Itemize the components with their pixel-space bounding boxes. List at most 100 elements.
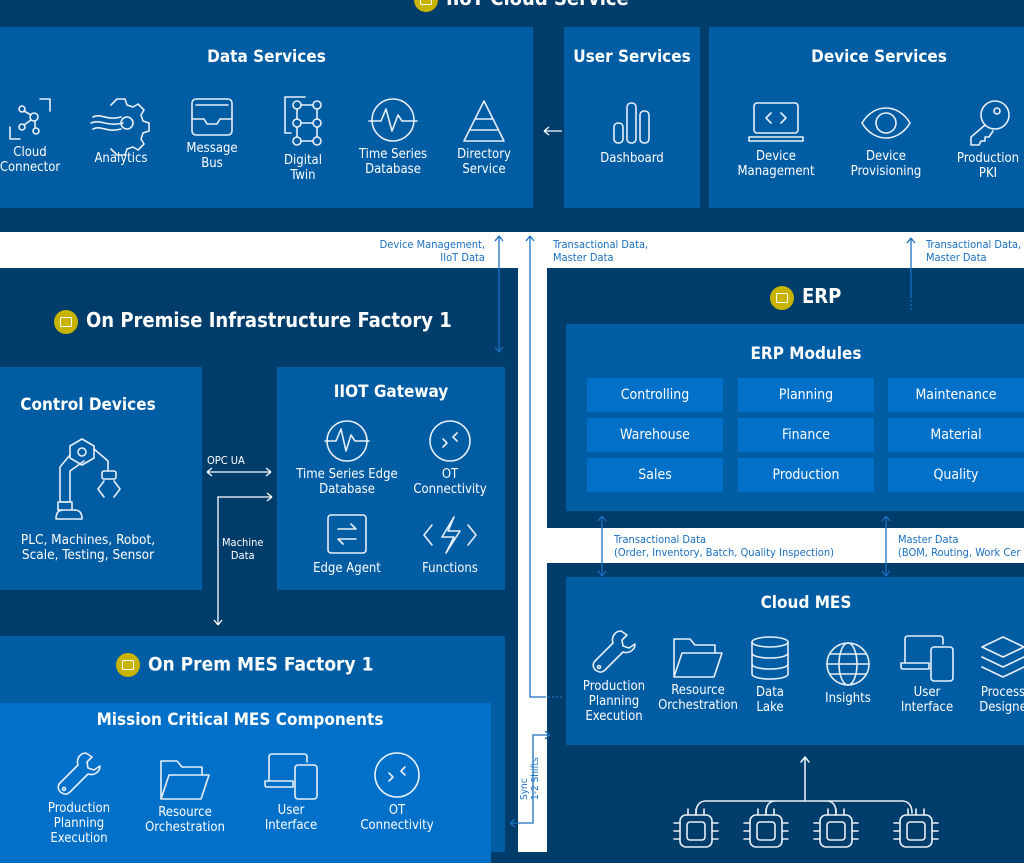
cloud-connector[interactable]: Cloud Connector <box>0 97 80 175</box>
cloud-icon <box>414 0 438 12</box>
pulse-icon <box>324 420 370 462</box>
iiot-gateway-title: IIOT Gateway <box>333 382 449 402</box>
label: User Interface <box>264 803 318 833</box>
device-provisioning[interactable]: Device Provisioning <box>836 101 936 179</box>
label: Production Planning Execution <box>47 801 111 846</box>
separator-band <box>0 232 1024 268</box>
master-double-arrow-icon <box>881 515 891 577</box>
network-icon <box>9 98 51 140</box>
erp-module-material[interactable]: Material <box>888 418 1024 452</box>
erp-module-quality[interactable]: Quality <box>888 458 1024 492</box>
digital-twin-icon <box>284 96 322 146</box>
label: OT Connectivity <box>413 467 487 497</box>
transactional-double-arrow-icon <box>597 515 607 577</box>
opc-double-arrow-icon <box>206 467 272 477</box>
control-devices-panel: Control Devices PLC, Machines, Robot, Sc… <box>0 367 202 590</box>
label: Cloud Connector <box>0 145 61 175</box>
gateway-arrows <box>206 467 273 626</box>
folder-icon <box>160 760 210 800</box>
separator-band-erp <box>547 528 1024 563</box>
time-series-database[interactable]: Time Series Database <box>343 97 443 177</box>
ot-connectivity[interactable]: OT Connectivity <box>395 419 505 497</box>
iiot-gateway-panel: IIOT Gateway Time Series Edge Database O… <box>277 367 505 590</box>
label: Digital Twin <box>284 153 322 183</box>
data-services-panel: Data Services Cloud Connector Analytics … <box>0 27 533 208</box>
control-devices-title: Control Devices <box>20 395 156 415</box>
flow-label-opc: OPC UA <box>207 454 245 467</box>
label: Resource Orchestration <box>145 805 225 835</box>
label: Resource Orchestration <box>658 683 738 713</box>
robot-arm-icon <box>55 438 121 520</box>
onprem-title: On Premise Infrastructure Factory 1 <box>54 308 452 334</box>
erp-module-production[interactable]: Production <box>738 458 874 492</box>
wrench-icon <box>57 752 101 795</box>
swap-icon <box>327 514 367 554</box>
user-services-panel: User Services Dashboard <box>564 27 700 208</box>
device-mgmt-arrow-icon <box>494 235 504 353</box>
pyramid-icon <box>463 100 505 142</box>
onprem-title-text: On Premise Infrastructure Factory 1 <box>86 308 452 332</box>
erp-up-arrow-icon <box>906 237 916 312</box>
label: Device Management <box>737 149 815 179</box>
user-services-title: User Services <box>573 47 691 67</box>
erp-module-warehouse[interactable]: Warehouse <box>587 418 723 452</box>
sync-arrow-icon <box>509 730 551 828</box>
erp-module-maintenance[interactable]: Maintenance <box>888 378 1024 412</box>
edge-devices <box>673 756 939 848</box>
globe-icon <box>826 642 870 686</box>
erp-module-controlling[interactable]: Controlling <box>587 378 723 412</box>
erp-module-sales[interactable]: Sales <box>587 458 723 492</box>
mes-production-planning[interactable]: Production Planning Execution <box>29 751 129 846</box>
cloud-mes-data-lake[interactable]: Data Lake <box>720 635 820 715</box>
mission-critical-title: Mission Critical MES Components <box>96 710 384 730</box>
label: Time Series Edge Database <box>296 467 398 497</box>
functions-icon <box>423 516 477 554</box>
cloud-title-text: IIoT Cloud Service <box>446 0 629 10</box>
mes-resource-orchestration[interactable]: Resource Orchestration <box>135 759 235 835</box>
production-pki[interactable]: Production PKI <box>938 99 1024 181</box>
flow-arrows <box>494 235 562 828</box>
time-series-edge-db[interactable]: Time Series Edge Database <box>282 419 412 497</box>
cloud-mes-production-planning[interactable]: Production Planning Execution <box>564 629 664 724</box>
pulse-icon <box>368 98 418 142</box>
eye-icon <box>861 107 911 139</box>
label: Device Provisioning <box>850 149 922 179</box>
robot-icon <box>770 285 794 310</box>
cloud-mes-resource-orchestration[interactable]: Resource Orchestration <box>648 637 748 713</box>
flow-label-transactional: Transactional Data (Order, Inventory, Ba… <box>614 533 834 559</box>
label: Data Lake <box>756 685 784 715</box>
label: Functions <box>422 561 478 576</box>
chip-icon <box>893 808 939 848</box>
flow-label-sync: Sync 1-2 Shifts <box>519 757 541 800</box>
message-bus[interactable]: Message Bus <box>162 97 262 171</box>
onprem-mes-panel: On Prem MES Factory 1 Mission Critical M… <box>0 636 505 863</box>
key-icon <box>970 100 1010 146</box>
digital-twin[interactable]: Digital Twin <box>253 95 353 183</box>
device-management[interactable]: Device Management <box>726 101 826 179</box>
erp-modules-panel: ERP Modules Controlling Planning Mainten… <box>566 324 1024 511</box>
erp-mes-arrows <box>597 515 891 577</box>
directory-service[interactable]: Directory Service <box>434 99 534 177</box>
cloud-mes-user-interface[interactable]: User Interface <box>877 635 977 715</box>
ot-connect-icon <box>429 420 471 462</box>
erp-module-planning[interactable]: Planning <box>738 378 874 412</box>
functions[interactable]: Functions <box>400 515 500 576</box>
factory-icon <box>54 309 78 334</box>
mes-ot-connectivity[interactable]: OT Connectivity <box>347 751 447 833</box>
dashboard[interactable]: Dashboard <box>582 101 682 166</box>
cloud-mes-process-designer[interactable]: Process Designe <box>953 635 1024 715</box>
chip-icon <box>813 808 859 848</box>
label: Production Planning Execution <box>582 679 646 724</box>
mes-user-interface[interactable]: User Interface <box>241 753 341 833</box>
label: OT Connectivity <box>360 803 434 833</box>
label: Dashboard <box>600 151 664 166</box>
data-services-title: Data Services <box>207 47 326 67</box>
cloud-mes-insights[interactable]: Insights <box>798 641 898 706</box>
analytics[interactable]: Analytics <box>71 97 171 166</box>
erp-module-finance[interactable]: Finance <box>738 418 874 452</box>
label: Production PKI <box>956 151 1020 181</box>
erp-modules-title: ERP Modules <box>750 344 862 364</box>
label: Insights <box>825 691 871 706</box>
edge-agent[interactable]: Edge Agent <box>297 513 397 576</box>
erp-title: ERP <box>770 284 841 310</box>
